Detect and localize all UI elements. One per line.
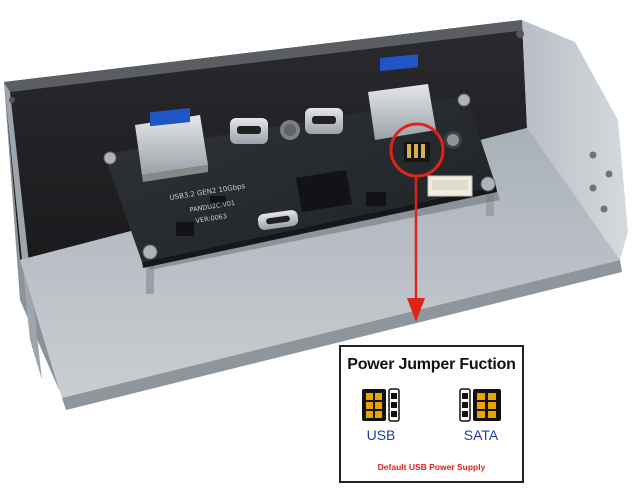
usb-jumper-diagram: USB (361, 387, 401, 443)
sata-label: SATA (463, 427, 499, 443)
power-connector (427, 175, 473, 197)
standoff (486, 190, 494, 216)
highlight-circle (389, 122, 445, 178)
controller-chip (296, 170, 352, 212)
mount-hole (589, 184, 597, 192)
usb-c-port (230, 118, 268, 144)
sata-jumper-diagram: SATA (459, 387, 503, 443)
mount-hole (605, 170, 613, 178)
card-title: Power Jumper Fuction (347, 356, 516, 373)
mount-hole (589, 151, 597, 159)
standoff (146, 252, 154, 294)
usb-a-port-right (368, 54, 436, 140)
usb-c-port-front (257, 210, 299, 230)
jumper-sata-icon (459, 388, 501, 422)
card-footer-note: Default USB Power Supply (377, 462, 486, 472)
right-wall (522, 20, 628, 260)
callout-arrow-head (407, 298, 425, 322)
usb-a-port-left (135, 108, 208, 182)
usb-label: USB (366, 427, 396, 443)
power-jumper-info-card: Power Jumper Fuction USB (339, 345, 524, 483)
usb-c-port (305, 108, 343, 134)
power-jumper-header (404, 142, 430, 162)
mount-hole (600, 205, 608, 213)
jumper-usb-icon (362, 388, 400, 422)
